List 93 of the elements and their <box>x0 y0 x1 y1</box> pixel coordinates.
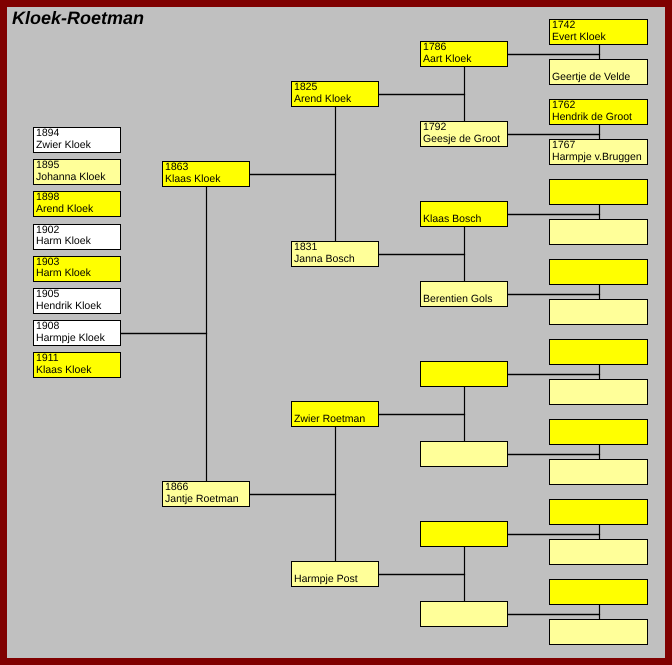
empty-box <box>420 601 508 627</box>
person-box <box>33 288 121 314</box>
connector-line <box>379 254 466 281</box>
person-box <box>33 191 121 218</box>
connector-line <box>508 214 600 219</box>
birth-year: 1762 <box>552 100 576 112</box>
empty-box <box>420 361 508 387</box>
connector-line <box>250 494 336 561</box>
birth-year: 1863 <box>165 162 190 174</box>
birth-year: 1911 <box>36 353 60 365</box>
empty-box <box>549 379 648 405</box>
empty-box <box>549 259 648 285</box>
birth-year: 1895 <box>36 160 60 172</box>
person-name: Harmpje Kloek <box>36 332 106 344</box>
person-name: Arend Kloek <box>36 204 94 216</box>
person-box <box>291 241 379 267</box>
person-name: Jantje Roetman <box>165 494 240 505</box>
person-box <box>33 224 121 250</box>
person-box <box>420 41 508 67</box>
person-name: Harm Kloek <box>36 268 92 280</box>
birth-year: 1742 <box>552 20 576 32</box>
person-name: Aart Kloek <box>423 54 472 65</box>
person-box <box>420 281 508 307</box>
person-name: Hendrik Kloek <box>36 300 102 312</box>
person-box <box>33 127 121 153</box>
person-name: Geertje de Velde <box>552 72 632 83</box>
person-box <box>33 256 121 282</box>
person-box <box>291 561 379 587</box>
empty-box <box>549 459 648 485</box>
person-box <box>33 352 121 378</box>
birth-year: 1786 <box>423 42 448 54</box>
connector-line <box>508 374 600 379</box>
person-box <box>33 159 121 186</box>
empty-box <box>420 521 508 547</box>
person-name: Harmpje Post <box>294 574 359 585</box>
connector-line <box>250 174 336 241</box>
person-name: Hendrik de Groot <box>552 112 633 123</box>
empty-box <box>549 339 648 365</box>
birth-year: 1905 <box>36 289 60 300</box>
connector-line <box>508 534 600 539</box>
birth-year: 1903 <box>36 256 60 268</box>
connector-line <box>508 454 600 459</box>
person-box <box>420 121 508 147</box>
person-name: Harmpje v.Bruggen <box>552 152 643 163</box>
connector-line <box>508 294 600 299</box>
person-name: Klaas Kloek <box>36 364 92 376</box>
birth-year: 1767 <box>552 140 576 152</box>
person-name: Johanna Kloek <box>36 172 106 184</box>
person-name: Zwier Roetman <box>294 414 366 425</box>
person-box <box>549 139 648 165</box>
empty-box <box>420 441 508 467</box>
person-box <box>420 201 508 227</box>
empty-box <box>549 539 648 565</box>
connector-line <box>121 332 208 481</box>
person-box <box>162 481 250 507</box>
empty-box <box>549 499 648 525</box>
connector-line <box>508 614 600 619</box>
birth-year: 1908 <box>36 321 60 333</box>
empty-box <box>549 299 648 325</box>
birth-year: 1894 <box>36 128 60 140</box>
person-name: Arend Kloek <box>294 94 352 105</box>
person-box <box>549 99 648 125</box>
chart-title: Kloek-Roetman <box>12 8 144 29</box>
birth-year: 1898 <box>36 192 60 204</box>
connector-line <box>379 414 466 441</box>
connector-line <box>379 574 466 601</box>
birth-year: 1825 <box>294 82 318 94</box>
person-name: Evert Kloek <box>552 32 607 43</box>
empty-box <box>549 619 648 645</box>
person-name: Harm Kloek <box>36 236 92 248</box>
person-box <box>291 81 379 107</box>
person-name: Zwier Kloek <box>36 140 92 151</box>
birth-year: 1831 <box>294 242 318 254</box>
empty-box <box>549 579 648 605</box>
person-box <box>549 19 648 45</box>
person-box <box>549 59 648 85</box>
birth-year: 1866 <box>165 482 190 494</box>
person-name: Berentien Gols <box>423 294 494 305</box>
person-box <box>291 401 379 427</box>
empty-box <box>549 419 648 445</box>
connector-line <box>379 94 466 121</box>
person-name: Geesje de Groot <box>423 134 502 145</box>
person-box <box>162 161 250 187</box>
person-name: Klaas Kloek <box>165 174 222 185</box>
connector-line <box>508 134 600 139</box>
connector-line <box>508 54 600 59</box>
person-name: Klaas Bosch <box>423 214 482 225</box>
empty-box <box>549 179 648 205</box>
birth-year: 1792 <box>423 122 448 134</box>
person-box <box>33 320 121 346</box>
birth-year: 1902 <box>36 224 60 236</box>
empty-box <box>549 219 648 245</box>
person-name: Janna Bosch <box>294 254 356 265</box>
